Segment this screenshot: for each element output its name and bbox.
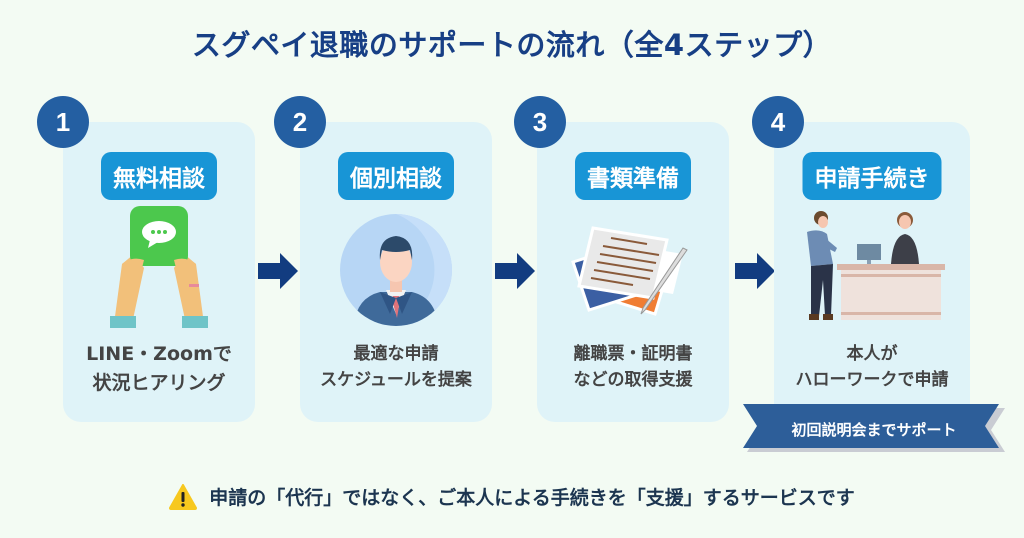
step-label: 申請手続き bbox=[802, 152, 942, 200]
step-description: 最適な申請 スケジュールを提案 bbox=[320, 344, 472, 390]
step-card-2: 個別相談 最適な申請 スケジュールを提案 bbox=[300, 122, 492, 422]
ribbon-text: 初回説明会までサポート bbox=[791, 421, 957, 439]
step-description: 離職票・証明書 などの取得支援 bbox=[573, 344, 693, 390]
notice: 申請の「代行」ではなく、ご本人による手続きを「支援」するサービスです bbox=[0, 483, 1024, 514]
arrow-right-icon bbox=[495, 253, 535, 289]
service-counter-icon bbox=[807, 211, 945, 320]
consultant-avatar-icon bbox=[340, 214, 452, 326]
step-number-3: 3 bbox=[514, 96, 566, 148]
step-label: 個別相談 bbox=[338, 152, 454, 200]
step-description: 本人が ハローワークで申請 bbox=[795, 344, 949, 390]
arrow-right-icon bbox=[258, 253, 298, 289]
step-description: LINE・Zoomで 状況ヒアリング bbox=[86, 343, 232, 394]
arrow-right-icon bbox=[735, 253, 775, 289]
step-label: 書類準備 bbox=[575, 152, 691, 200]
step-card-4: 申請手続き 本人が ハローワークで申請 bbox=[774, 122, 970, 422]
step-label: 無料相談 bbox=[101, 152, 217, 200]
step-card-3: 書類準備 離職票・証明書 などの取得支援 bbox=[537, 122, 729, 422]
ribbon-banner bbox=[743, 404, 1005, 452]
step-card-1: 無料相談 LINE・Zoomで 状況ヒアリング bbox=[63, 122, 255, 422]
page-title: スグペイ退職のサポートの流れ（全4ステップ） bbox=[191, 28, 833, 62]
notice-text: 申請の「代行」ではなく、ご本人による手続きを「支援」するサービスです bbox=[209, 487, 855, 509]
step-number-4: 4 bbox=[752, 96, 804, 148]
step-number-1: 1 bbox=[37, 96, 89, 148]
line-chat-phone-icon bbox=[110, 206, 208, 328]
documents-icon bbox=[571, 226, 688, 316]
warning-icon bbox=[169, 483, 198, 510]
step-number-2: 2 bbox=[274, 96, 326, 148]
